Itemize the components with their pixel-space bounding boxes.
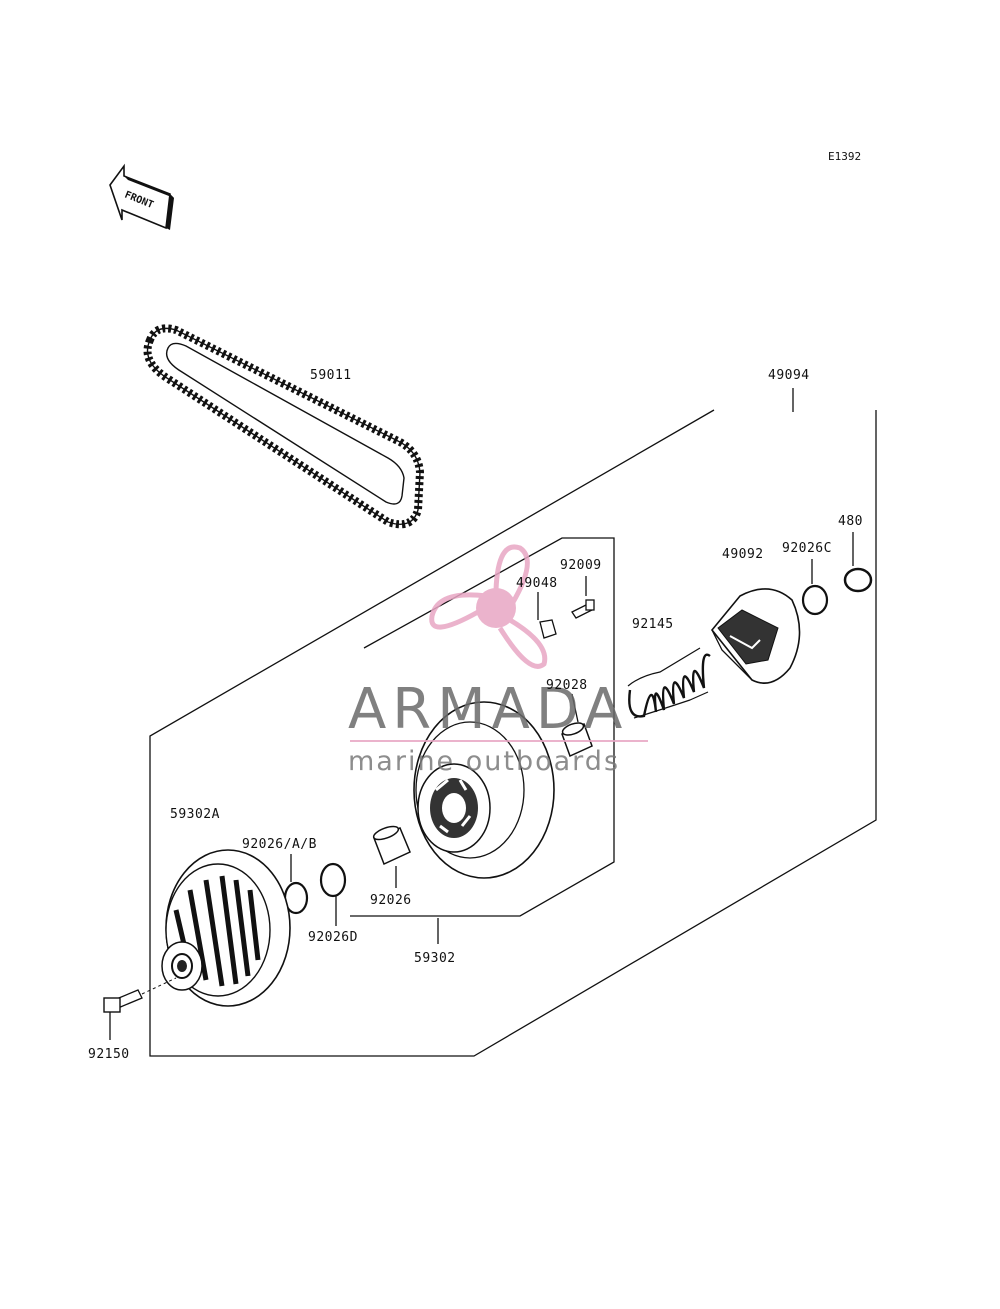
washer-92026C: [801, 559, 829, 616]
circlip-480: [843, 532, 873, 593]
diagram-code: E1392: [828, 150, 861, 163]
bushing-92026: [372, 825, 411, 888]
label-92150: 92150: [88, 1047, 130, 1062]
label-49048: 49048: [516, 576, 558, 591]
bolt-92150: [103, 977, 177, 1040]
sheave-59302A: [161, 849, 291, 1007]
label-49092: 49092: [722, 547, 764, 562]
screw-92009: [571, 576, 595, 619]
label-59302: 59302: [414, 951, 456, 966]
washer-92026AB: [283, 854, 309, 915]
label-59011: 59011: [310, 368, 352, 383]
assembly-outline-59302: [350, 537, 615, 917]
label-92026D: 92026D: [308, 930, 358, 945]
weight-49048: [537, 592, 557, 639]
label-92026: 92026: [370, 893, 412, 908]
drive-belt: [143, 324, 425, 529]
label-49094: 49094: [768, 368, 810, 383]
spring-92145: [627, 647, 711, 719]
sheave-59302: [413, 701, 555, 879]
watermark: ARMADA marine outboards: [348, 544, 648, 777]
washer-92026D: [319, 862, 347, 926]
label-92026C: 92026C: [782, 541, 832, 556]
propeller-logo-icon: [429, 544, 548, 669]
label-92026AB: 92026/A/B: [242, 837, 317, 852]
assembly-outline-49094: [149, 409, 877, 1057]
label-92028: 92028: [546, 678, 588, 693]
cam-49092: [710, 588, 801, 684]
label-59302A: 59302A: [170, 807, 220, 822]
watermark-title: ARMADA: [348, 677, 628, 742]
label-480: 480: [838, 514, 863, 529]
front-arrow-icon: FRONT: [109, 163, 174, 230]
label-92009: 92009: [560, 558, 602, 573]
label-92145: 92145: [632, 617, 674, 632]
watermark-subtitle: marine outboards: [348, 746, 620, 777]
